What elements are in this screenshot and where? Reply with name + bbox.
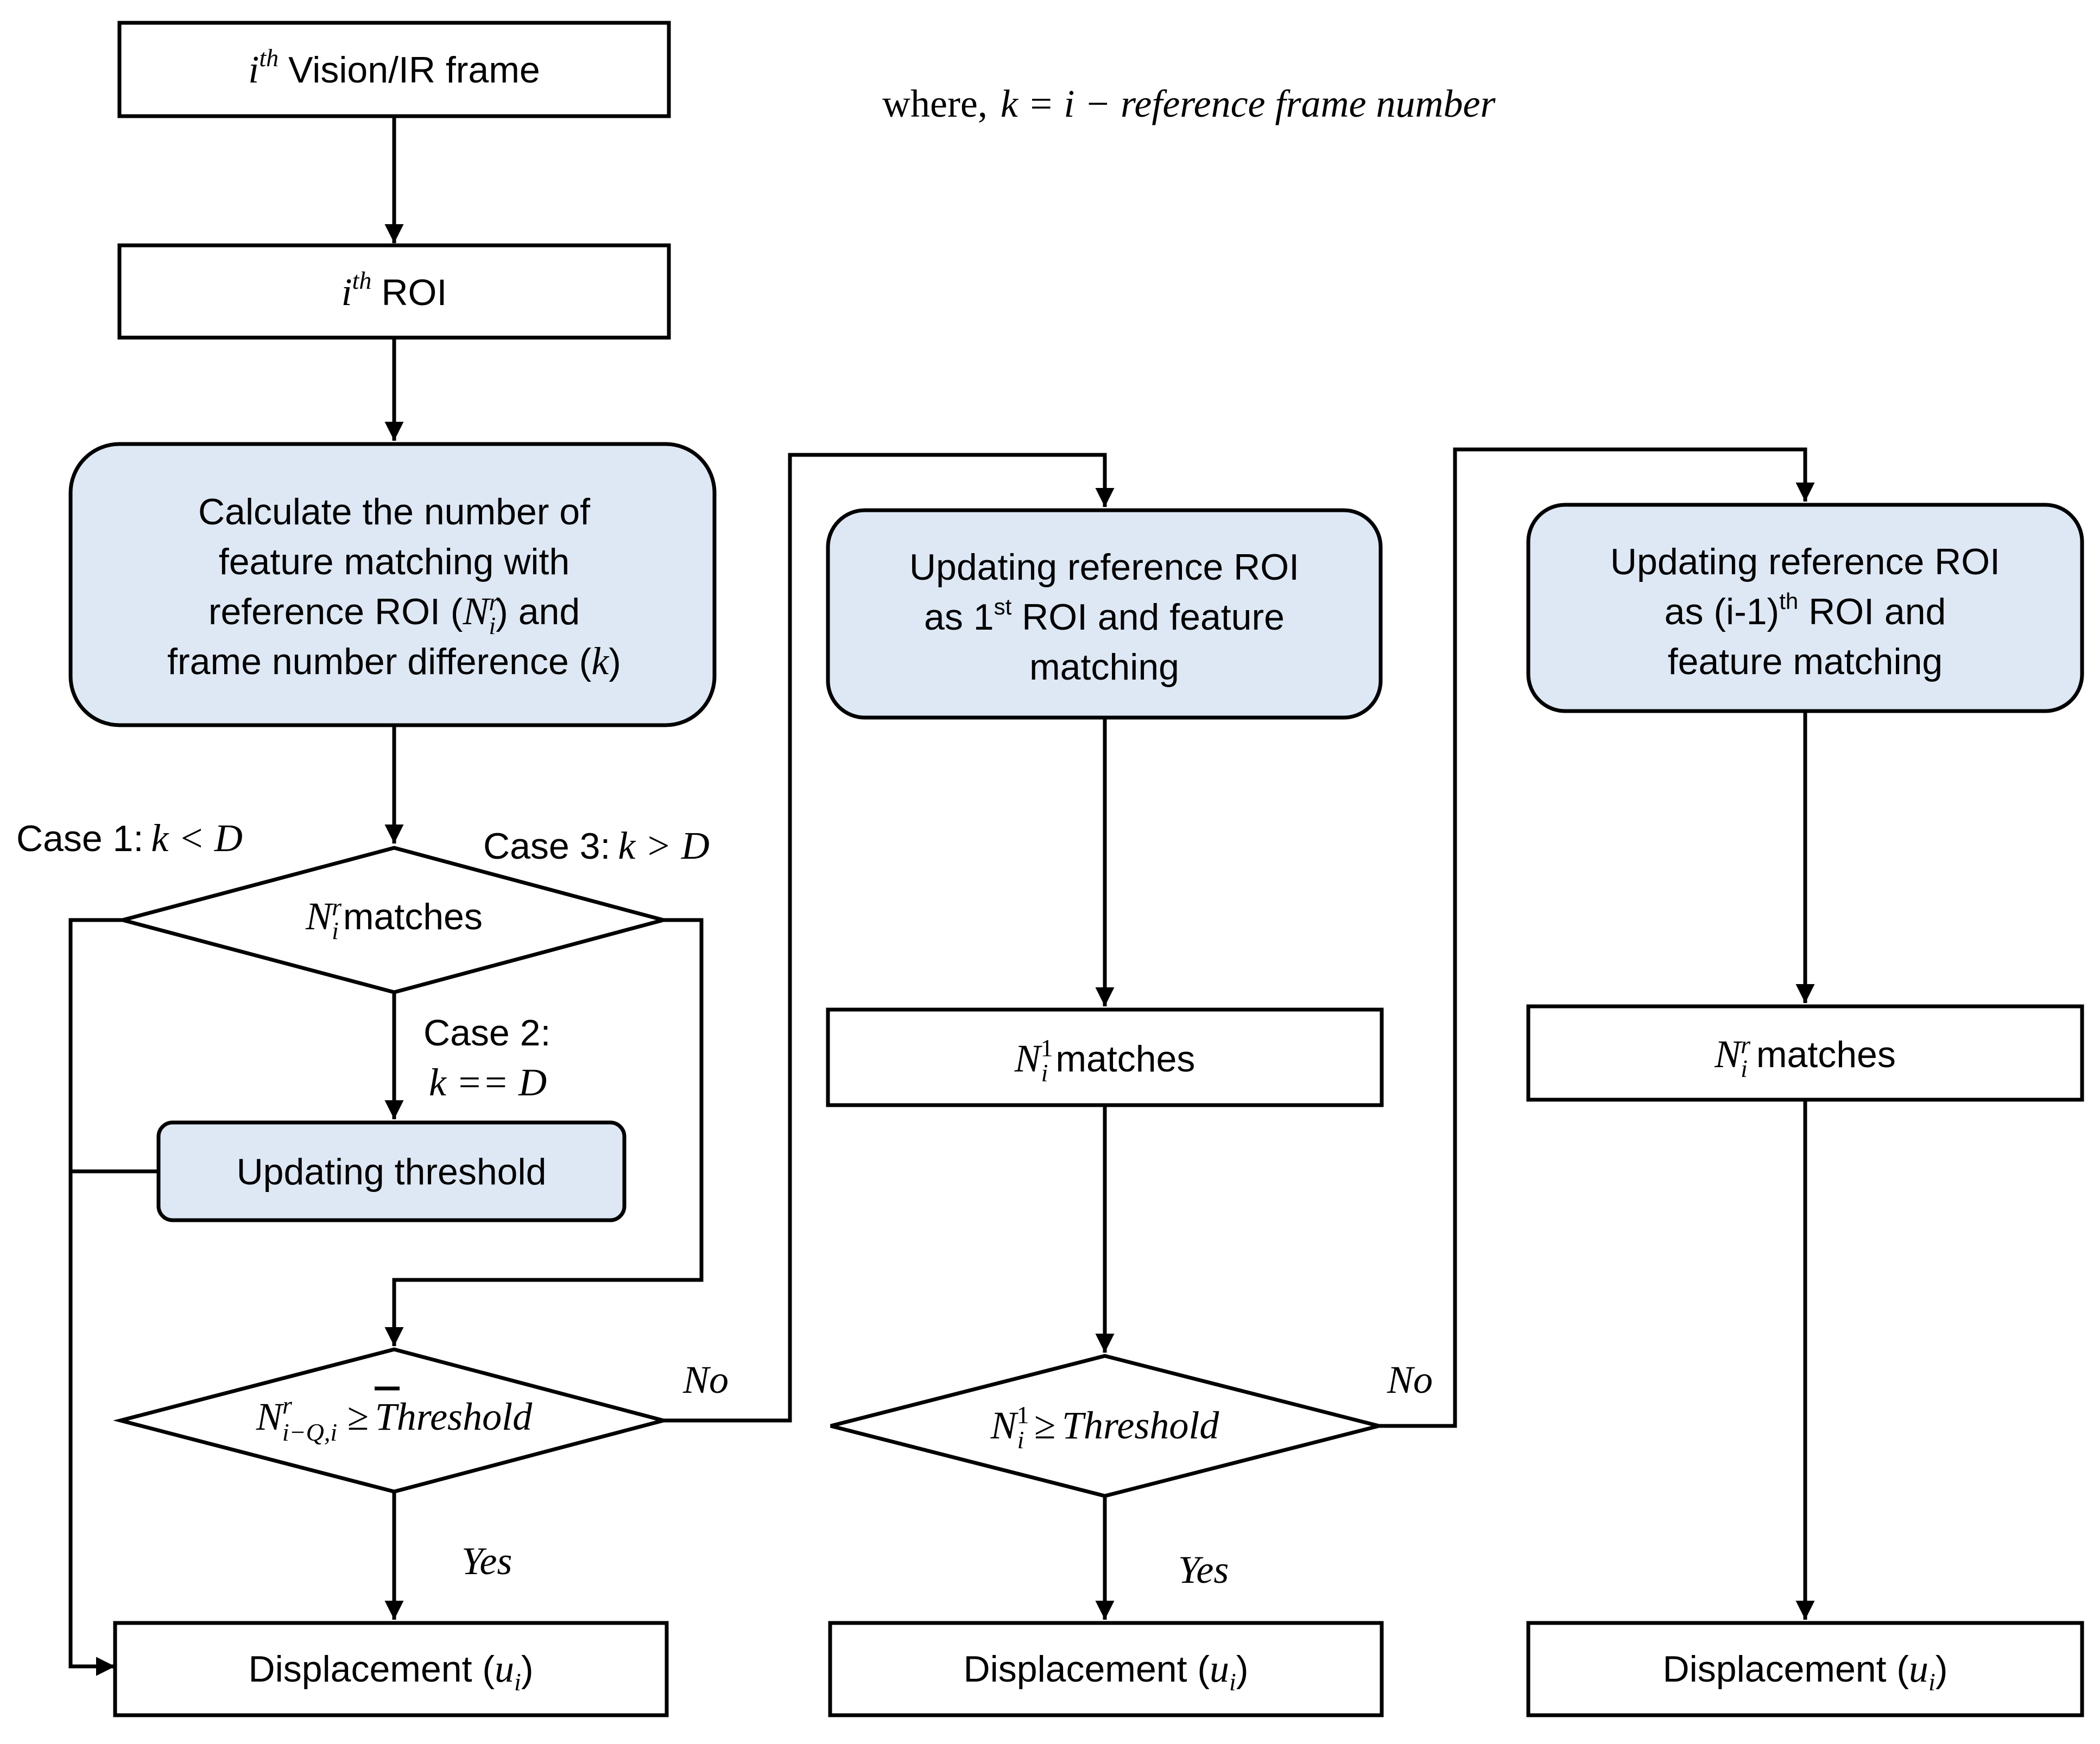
no-connector-2 (1379, 447, 1815, 1428)
calc-line4: frame number difference (k) (167, 639, 621, 683)
case2-label: Case 2: (423, 1012, 551, 1054)
vision-ir-frame-box (117, 21, 671, 118)
no-label-1: No (682, 1358, 729, 1401)
calculate-matching-box (68, 442, 717, 727)
case3-label: Case 3:k > D (483, 824, 710, 867)
col2-update-line3: matching (1029, 646, 1179, 688)
col2-update-line2: as 1st ROI and feature (924, 594, 1285, 638)
no-connector-1 (663, 453, 1115, 1423)
case3-connector (384, 918, 704, 1346)
col3-update-line2: as (i-1)th ROI and (1665, 588, 1946, 632)
case2-condition: k == D (429, 1061, 547, 1104)
displacement-box-2 (828, 1621, 1384, 1717)
no-label-2: No (1387, 1358, 1433, 1401)
calc-line2: feature matching with (219, 541, 570, 582)
case1-label: Case 1:k < D (16, 816, 243, 860)
roi-box (117, 243, 671, 340)
displacement-3-label: Displacement (ui) (1663, 1647, 1948, 1696)
yes-label-1: Yes (461, 1539, 512, 1583)
col2-update-line1: Updating reference ROI (909, 547, 1299, 588)
calc-line1: Calculate the number of (198, 491, 590, 532)
col3-update-line1: Updating reference ROI (1610, 541, 2000, 582)
first-roi-matches-box (826, 1007, 1384, 1107)
previous-roi-matches-box (1526, 1004, 2084, 1102)
displacement-1-label: Displacement (ui) (249, 1647, 534, 1696)
yes-label-2: Yes (1178, 1548, 1229, 1591)
updating-threshold-label: Updating threshold (237, 1151, 547, 1193)
displacement-box-1 (113, 1621, 669, 1717)
displacement-box-3 (1526, 1621, 2084, 1717)
displacement-2-label: Displacement (ui) (964, 1647, 1249, 1696)
case1-connector (68, 918, 123, 1676)
note: where, k = i − reference frame number (882, 82, 1496, 125)
col3-update-line3: feature matching (1668, 641, 1943, 682)
